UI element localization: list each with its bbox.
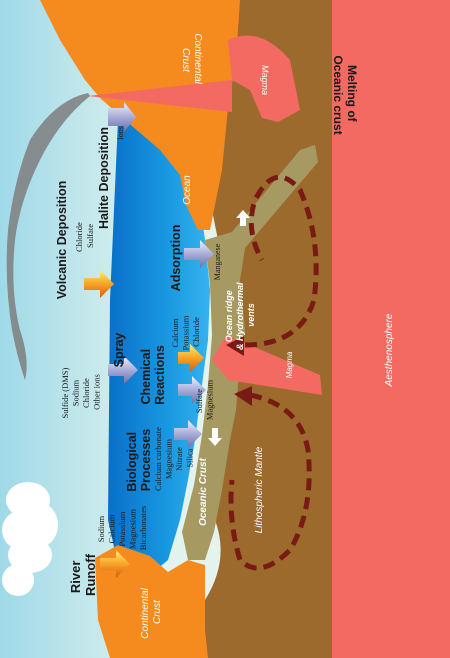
asthenosphere-layer [318, 0, 450, 658]
label-oceanic-crust: Oceanic Crust [198, 457, 209, 525]
label-aesthenosphere: Aesthenosphere [384, 313, 395, 387]
adsorption-item: Manganese [213, 243, 222, 280]
volcanic-vent [88, 80, 232, 112]
cloud-icon [2, 482, 58, 596]
oceanic-crust-layer [182, 145, 318, 560]
arrow-chemical-reactions-out [178, 376, 206, 404]
volcanic-deposition-title: Volcanic Deposition [55, 181, 69, 300]
crust-motion-arrowhead-top [236, 210, 250, 218]
label-ocean-ridge: Ocean ridge & Hydrothermal vents [224, 280, 256, 350]
arrow-volcanic-deposition [84, 270, 114, 298]
crust-motion-arrow-bottom [212, 428, 218, 440]
river-runoff-items: Sodium Calcium Potassium Magnesium Bicar… [96, 506, 148, 550]
label-melting-oceanic-crust: Melting of Oceanic crust [331, 55, 359, 134]
label-magma-top: Magma [260, 65, 270, 95]
continental-crust-bottom [95, 545, 208, 658]
volcanic-deposition-items: Chloride Sulfate [74, 220, 95, 252]
label-continental-crust-top: Continental Crust [180, 33, 203, 86]
adsorption-title: Adsorption [169, 225, 183, 292]
ocean-layer [108, 112, 210, 575]
continental-crust-top [40, 0, 240, 230]
arrow-river-runoff [100, 550, 130, 578]
crust-motion-arrowhead-bottom [208, 438, 222, 446]
convection-arrowhead-lower [234, 386, 252, 406]
spray-items: Sulfide (DMS) Sodium Chloride Other ions [60, 366, 102, 419]
biological-processes-title: Biological Processes [125, 428, 153, 491]
crust-motion-arrow-top [240, 214, 246, 226]
chemical-reactions-items-in: Calcium Potassium Chloride [170, 313, 201, 350]
arrow-biological-processes [174, 420, 202, 448]
label-lithospheric-mantle: Lithospheric Mantle [254, 446, 265, 533]
arrow-spray [108, 356, 138, 384]
biological-processes-items: Calcium carbonate Magnesium Nitrate Sili… [153, 425, 195, 491]
volcanic-ash-plume [6, 93, 91, 380]
label-continental-crust-bottom: Continental Crust [140, 585, 163, 638]
chemical-reactions-title: Chemical Reactions [139, 345, 167, 405]
arrow-halite-deposition [108, 102, 136, 132]
magma-top-region [228, 35, 300, 122]
arrow-adsorption [184, 240, 214, 268]
arrow-chemical-reactions-in [178, 344, 204, 372]
halite-deposition-item: Ions [116, 126, 125, 140]
convection-loop-upper [244, 174, 319, 348]
river-runoff-title: River Runoff [68, 553, 98, 596]
convection-arrowhead-upper [226, 336, 244, 356]
spray-title: Spray [112, 333, 126, 368]
label-ocean: Ocean [182, 175, 193, 205]
label-magma-bottom: Magma [285, 351, 294, 378]
convection-loop-lower [228, 392, 312, 571]
halite-deposition-title: Halite Deposition [97, 127, 111, 229]
chemical-reactions-items-out: Sulfate Magnesium [194, 380, 215, 421]
